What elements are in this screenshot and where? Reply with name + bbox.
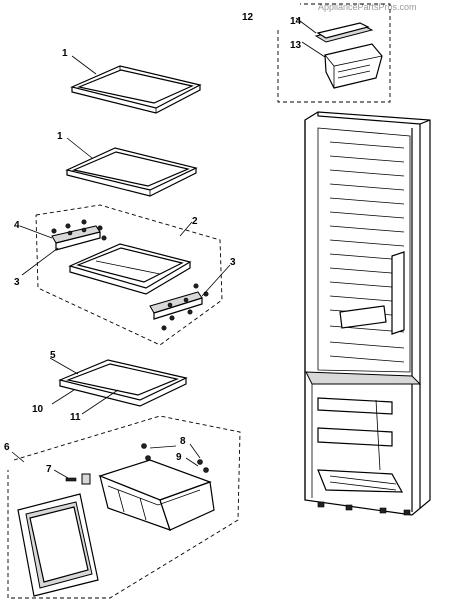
slide-parts[interactable] xyxy=(65,443,209,485)
dairy-bin-cover[interactable] xyxy=(314,22,374,43)
label-5: 5 xyxy=(50,350,56,361)
adjustable-shelf-group xyxy=(19,204,231,346)
label-1-second: 1 xyxy=(57,131,63,142)
shelf-rail-right[interactable] xyxy=(149,291,203,320)
label-2: 2 xyxy=(192,216,198,227)
glass-shelf-second[interactable] xyxy=(65,137,198,197)
label-11: 11 xyxy=(70,412,81,423)
refrigerator-cabinet xyxy=(304,111,431,516)
crisper-drawer-bin[interactable] xyxy=(98,459,215,531)
dairy-bin[interactable] xyxy=(324,43,383,89)
glass-shelf-top[interactable] xyxy=(70,55,202,114)
adjustable-glass-shelf[interactable] xyxy=(68,243,192,295)
label-14: 14 xyxy=(290,16,302,27)
label-3-right: 3 xyxy=(230,257,236,268)
label-10: 10 xyxy=(32,404,44,415)
label-6: 6 xyxy=(4,442,10,453)
label-12: 12 xyxy=(242,12,254,23)
label-9: 9 xyxy=(176,452,182,463)
dairy-bin-group xyxy=(277,3,391,103)
screws-left[interactable] xyxy=(51,219,107,241)
label-8: 8 xyxy=(180,436,186,447)
label-3-left: 3 xyxy=(14,277,20,288)
shelf-rail-left[interactable] xyxy=(51,225,101,251)
label-7: 7 xyxy=(46,464,52,475)
crisper-cover-shelf[interactable] xyxy=(49,357,188,415)
crisper-front-panel[interactable] xyxy=(17,493,99,597)
label-1-top: 1 xyxy=(62,48,68,59)
label-4: 4 xyxy=(14,220,20,231)
crisper-drawer-group xyxy=(7,415,241,599)
watermark-text: AppliancePartsPros.com xyxy=(318,2,417,12)
lower-compartment xyxy=(317,397,404,493)
label-13: 13 xyxy=(290,40,302,51)
